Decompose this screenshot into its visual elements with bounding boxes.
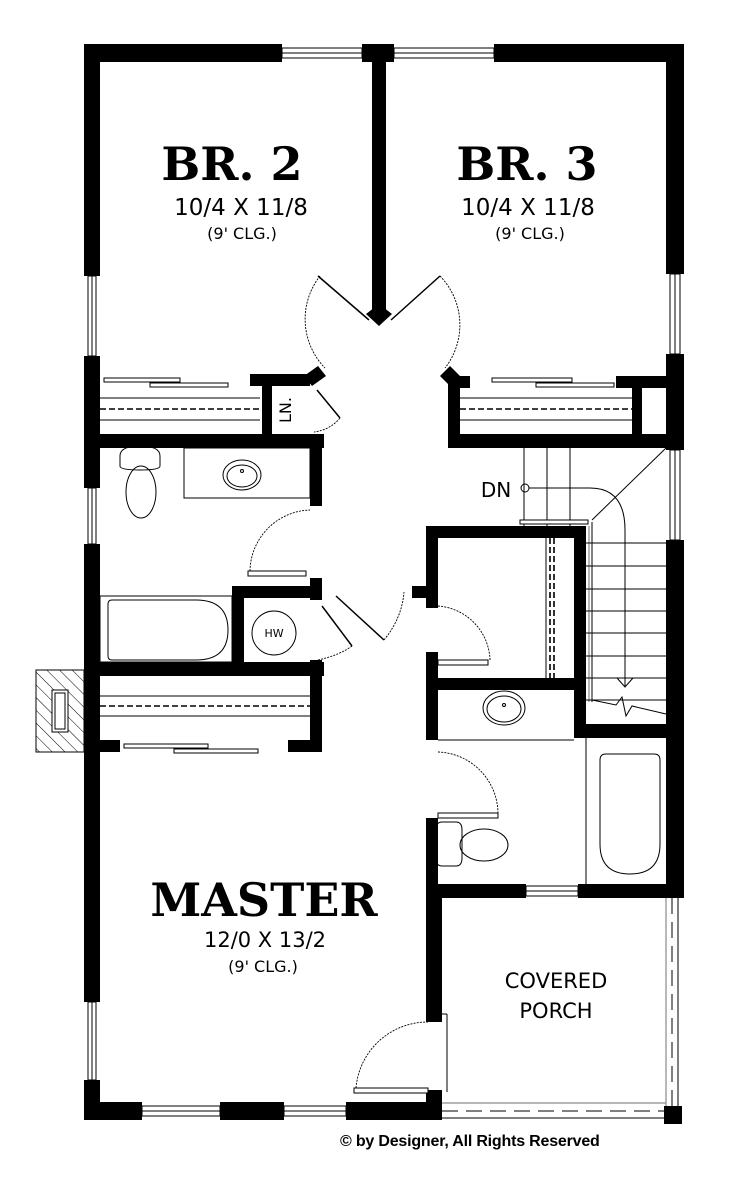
copyright-notice: © by Designer, All Rights Reserved [340, 1133, 600, 1150]
stairs [519, 447, 667, 718]
fixtures [35, 377, 661, 884]
stair-treads [586, 542, 666, 701]
interior-walls [84, 44, 684, 1120]
br3-title: BR. 3 [456, 137, 597, 191]
doors [247, 275, 499, 1094]
stair-down-label: DN [481, 478, 511, 502]
br2-dimensions: 10/4 X 11/8 [174, 195, 308, 221]
br3-ceiling: (9' CLG.) [495, 224, 565, 243]
br2-ceiling: (9' CLG.) [207, 224, 277, 243]
porch-label-line2: PORCH [519, 999, 592, 1023]
room-labels: BR. 2 10/4 X 11/8 (9' CLG.) BR. 3 10/4 X… [150, 137, 607, 1023]
master-dimensions: 12/0 X 13/2 [204, 928, 326, 952]
porch-label-line1: COVERED [505, 969, 608, 993]
covered-porch [442, 898, 682, 1124]
br3-dimensions: 10/4 X 11/8 [461, 195, 595, 221]
master-title: MASTER [150, 873, 378, 927]
linen-closet-label: LN. [276, 397, 295, 423]
water-heater-label: WH [264, 627, 283, 640]
chimney-icon [35, 669, 85, 753]
master-ceiling: (9' CLG.) [228, 957, 298, 976]
br2-title: BR. 2 [161, 137, 302, 191]
